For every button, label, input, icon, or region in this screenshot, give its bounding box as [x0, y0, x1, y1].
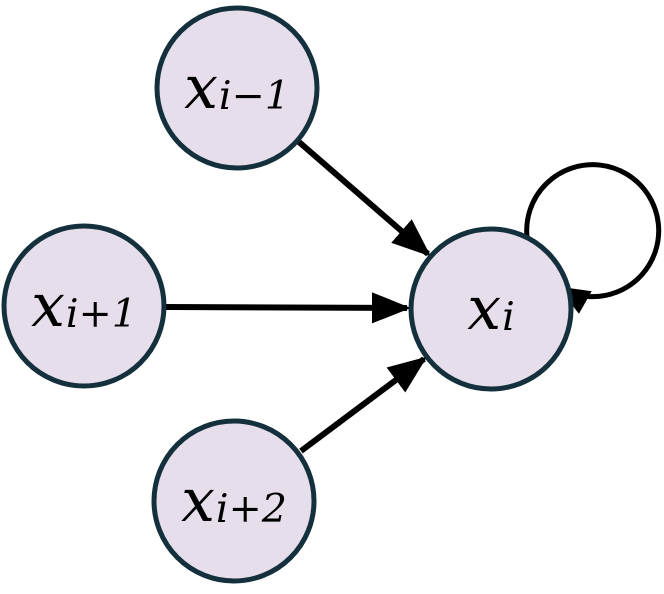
node-label-subscript: i — [502, 293, 515, 340]
node-label-subscript: i+1 — [65, 290, 137, 337]
edge-x-i-minus-1-to-x-i — [297, 139, 431, 257]
node-label-base: x — [184, 53, 218, 123]
node-circle-x-i-plus-2 — [151, 418, 317, 584]
node-label-subscript: i+2 — [215, 485, 287, 532]
node-label-base: x — [467, 274, 502, 344]
node-label-base: x — [181, 466, 215, 536]
node-circle-x-i-plus-1 — [1, 223, 167, 389]
edge-x-i-plus-1-to-x-i — [165, 292, 411, 324]
node-circle-x-i — [408, 226, 574, 392]
edge-x-i-plus-2-to-x-i — [299, 356, 428, 454]
node-circle-x-i-minus-1 — [154, 5, 320, 171]
self-loop-edge-x-i — [524, 162, 662, 314]
node-label-subscript: i−1 — [218, 72, 290, 119]
node-label-base: x — [31, 271, 65, 341]
